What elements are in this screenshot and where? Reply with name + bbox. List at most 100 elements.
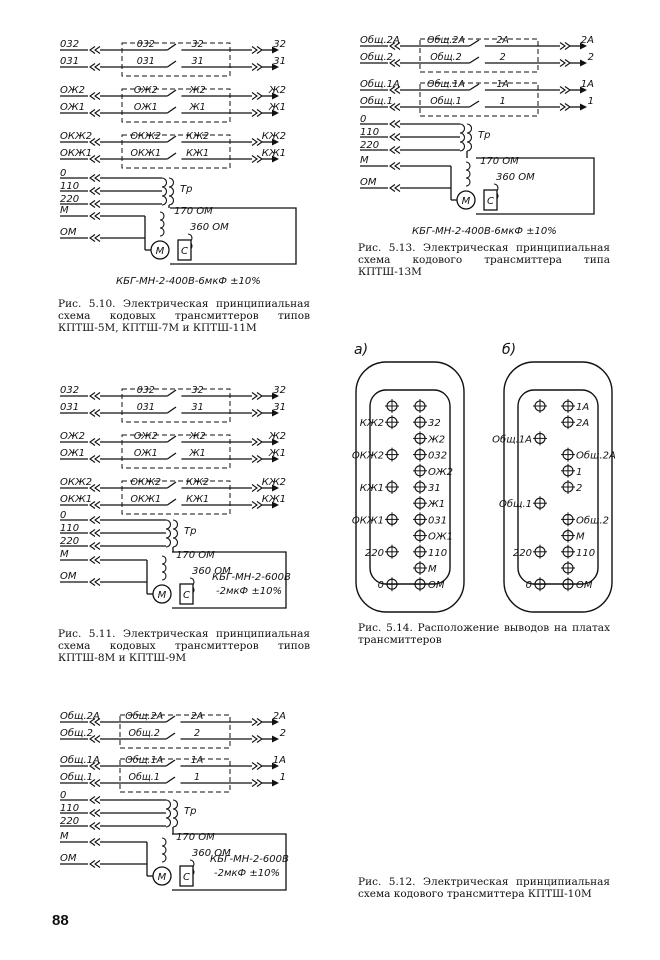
fig-5-10-motor-line-label: ОМ <box>60 227 77 238</box>
fig-5-12-motor-connector <box>89 838 101 846</box>
fig-5-10-contact-switch <box>166 89 177 97</box>
fig-5-10-contact-left-label: 032 <box>137 39 155 50</box>
fig-5-11-connector-right <box>251 484 263 492</box>
fig-5-11-power-label: 220 <box>60 536 79 547</box>
fig-5-11-contact-block <box>121 388 231 423</box>
fig-5-13-connector-left <box>389 42 401 50</box>
fig-5-10-contact-switch <box>166 60 177 68</box>
fig-5-13-contact-block <box>419 82 539 117</box>
fig-5-11-capacitor-spec-2: -2мкФ ±10% <box>216 586 282 597</box>
fig-5-13-output-arrow <box>580 86 587 94</box>
fig-5-11-motor-label: М <box>158 590 167 601</box>
fig-5-12-contact-left-label: Общ.2А <box>125 711 163 722</box>
fig-5-13-contact-switch <box>469 83 480 91</box>
fig-5-14b-pin-label: Общ.1 <box>499 498 532 510</box>
fig-5-10-power-label: 0 <box>60 168 66 179</box>
fig-5-12-power-connector <box>89 809 101 817</box>
fig-5-12-capacitor-box <box>179 865 194 887</box>
fig-5-12-contact-right-label: 2А <box>191 711 204 722</box>
fig-5-11-capacitor-box <box>179 583 194 605</box>
fig-5-14b-pin-label: Общ.2А <box>576 450 616 462</box>
fig-5-12-connector-left <box>89 718 101 726</box>
fig-5-13-output-arrow <box>580 103 587 111</box>
fig-5-10-contact-right-label: КЖ2 <box>186 131 209 142</box>
fig-5-11-contact-switch <box>166 406 177 414</box>
fig-5-11-connector-left <box>89 409 101 417</box>
fig-5-13-transformer-secondary <box>466 123 473 152</box>
fig-5-10-connector-right <box>251 109 263 117</box>
fig-5-12-connector-right <box>251 735 263 743</box>
fig-5-12-output-arrow <box>272 735 279 743</box>
fig-5-14a-pin-label: 110 <box>428 548 447 559</box>
fig-5-11-contact-switch <box>166 435 177 443</box>
fig-5-10-terminal-right-label: 32 <box>273 39 286 50</box>
fig-5-11-motor-line-label: ОМ <box>60 571 77 582</box>
fig-5-11-terminal-right-label: Ж1 <box>268 448 286 459</box>
fig-5-13-power-label: 0 <box>360 114 366 125</box>
fig-5-13-connector-right <box>559 42 571 50</box>
fig-5-10-output-arrow <box>272 138 279 146</box>
fig-5-12-terminal-right-label: 2 <box>280 728 286 739</box>
fig-5-14a-label: а) <box>354 342 368 358</box>
fig-5-12-contact-switch <box>165 715 176 723</box>
fig-5-12-power-label: 110 <box>60 803 79 814</box>
fig-5-10-contact-left-label: ОКЖ1 <box>131 148 162 159</box>
fig-5-14b-pin-label: 220 <box>513 548 532 559</box>
fig-5-13-output-arrow <box>580 59 587 67</box>
fig-5-14a-pin-label: ОКЖ1 <box>352 515 384 526</box>
fig-5-11-contact-right-label: Ж2 <box>188 431 205 442</box>
fig-5-11-output-arrow <box>272 484 279 492</box>
fig-5-11-contact-left-label: ОКЖ1 <box>131 494 162 505</box>
fig-5-10-contact-right-label: Ж1 <box>188 102 205 113</box>
fig-5-11-motor-connector <box>89 578 101 586</box>
fig-5-13-output-arrow <box>580 42 587 50</box>
fig-5-10-connector-left <box>89 155 101 163</box>
fig-5-14a-pin-label: 32 <box>428 418 441 429</box>
fig-5-11-contact-left-label: 032 <box>137 385 155 396</box>
fig-5-12-contact-right-label: 1 <box>194 772 200 783</box>
fig-5-10-contact-left-label: 031 <box>137 56 155 67</box>
fig-5-11-power-label: 110 <box>60 523 79 534</box>
fig-5-13-motor-line-label: ОМ <box>360 177 377 188</box>
fig-5-11-connector-right <box>251 392 263 400</box>
fig-5-13-transformer-label: Тр <box>478 130 490 141</box>
fig-5-11-transformer-label: Тр <box>184 526 196 537</box>
fig-5-11-transformer-primary <box>165 519 172 548</box>
fig-5-14b-inner-plate <box>517 389 599 585</box>
fig-5-11-connector-left <box>89 392 101 400</box>
fig-5-10-motor-line-label: М <box>60 205 69 216</box>
fig-5-10-contact-right-label: КЖ1 <box>186 148 209 159</box>
fig-5-13-r1-label: 170 ОМ <box>480 156 519 167</box>
fig-5-12-connector-left <box>89 779 101 787</box>
fig-5-13-power-connector <box>389 120 401 128</box>
fig-5-10-power-label: 220 <box>60 194 79 205</box>
fig-5-10-connector-left <box>89 46 101 54</box>
fig-5-14b-pin-label: Общ.1А <box>492 433 532 445</box>
figure-5-13-caption: Рис. 5.13. Электрическая принципиальная … <box>358 242 610 278</box>
fig-5-10-power-label: 110 <box>60 181 79 192</box>
fig-5-12-contact-left-label: Общ.2 <box>129 728 160 739</box>
fig-5-10-contact-right-label: Ж2 <box>188 85 205 96</box>
fig-5-14a-pin-label: ОМ <box>428 580 445 591</box>
fig-5-10-r1-label: 170 ОМ <box>174 206 213 217</box>
fig-5-14b-label: б) <box>502 342 516 358</box>
fig-5-13-connector-right <box>559 59 571 67</box>
fig-5-11-terminal-right-label: 31 <box>273 402 286 413</box>
fig-5-14a-pin-label: ОКЖ2 <box>352 451 384 462</box>
fig-5-11-motor-line-label: М <box>60 549 69 560</box>
fig-5-12-contact-right-label: 1А <box>191 755 204 766</box>
fig-5-13-contact-switch <box>469 56 480 64</box>
fig-5-12-connector-right <box>251 762 263 770</box>
fig-5-12-connector-right <box>251 779 263 787</box>
fig-5-10-capacitor-box <box>177 239 192 261</box>
fig-5-13-terminal-right-label: 1А <box>581 79 594 90</box>
fig-5-13-terminal-right-label: 2А <box>581 35 594 46</box>
fig-5-13-power-label: 110 <box>360 127 379 138</box>
fig-5-13-contact-right-label: 1А <box>496 79 509 90</box>
fig-5-13-motor-line-label: М <box>360 155 369 166</box>
